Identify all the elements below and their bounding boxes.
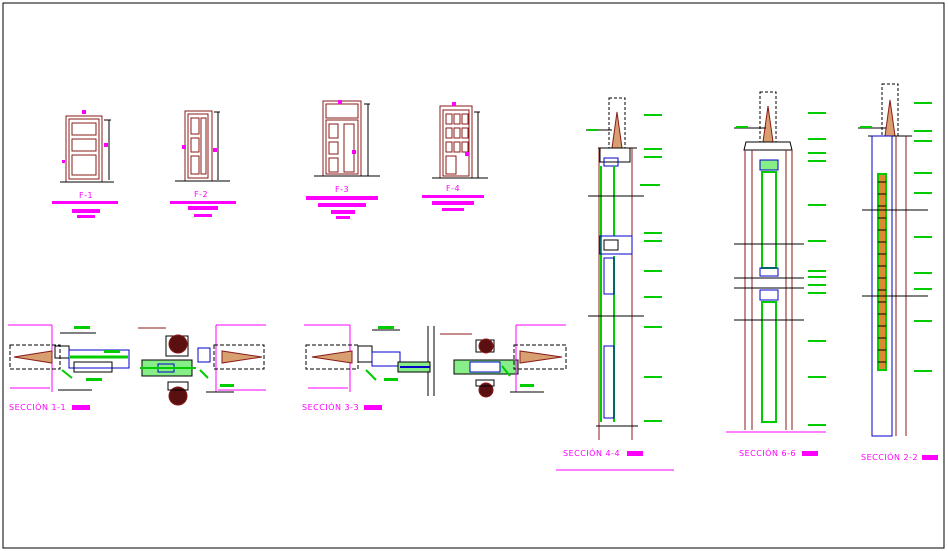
door-elevation-f2 (175, 110, 230, 182)
elevation-label-f2: F-2 (194, 190, 209, 199)
door-elevation-f1 (60, 110, 114, 183)
section-title-2-2: SECCIÓN 2-2 (861, 453, 919, 462)
section-4-4-detail (556, 97, 674, 471)
section-3-3-detail (304, 324, 567, 398)
section-2-2-detail (858, 83, 932, 437)
section-title-6-6: SECCIÓN 6-6 (739, 449, 797, 458)
section-title-1-1: SECCIÓN 1-1 (9, 403, 67, 412)
elevation-title-blocks (52, 195, 484, 219)
door-elevation-f3 (314, 100, 380, 177)
door-elevation-f4 (432, 102, 488, 179)
section-1-1-detail (8, 324, 266, 406)
elevation-label-f3: F-3 (335, 185, 350, 194)
elevation-label-f1: F-1 (79, 191, 94, 200)
section-6-6-detail (726, 91, 826, 433)
section-title-4-4: SECCIÓN 4-4 (563, 449, 621, 458)
elevation-label-f4: F-4 (446, 184, 461, 193)
section-title-bars (72, 405, 938, 460)
section-title-3-3: SECCIÓN 3-3 (302, 403, 360, 412)
